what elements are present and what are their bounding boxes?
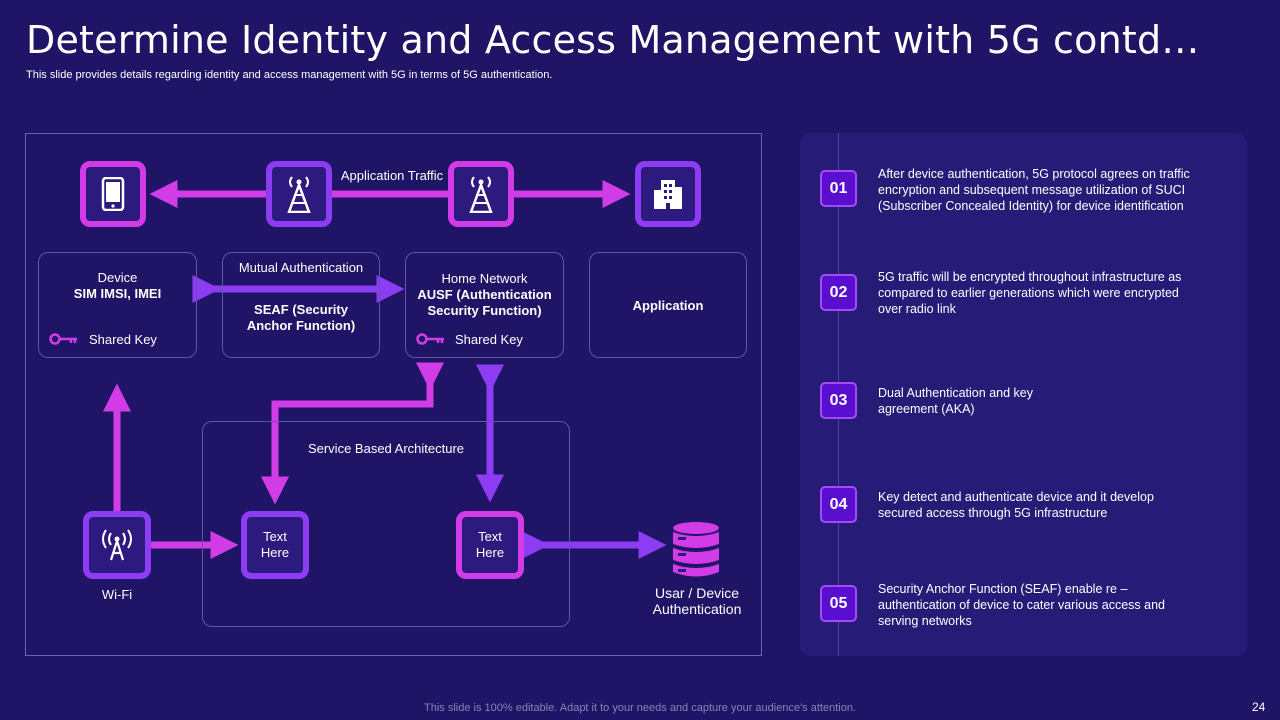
service-architecture-box: Service Based Architecture (202, 421, 570, 627)
cell-tower-icon (469, 176, 493, 213)
footer-note: This slide is 100% editable. Adapt it to… (424, 702, 856, 714)
home-network-title: Home Network (441, 271, 528, 286)
device-sim: SIM IMSI, IMEI (73, 286, 162, 301)
step-text-5: Security Anchor Function (SEAF) enable r… (878, 582, 1165, 628)
cell-tower-icon (287, 176, 311, 213)
device-shared-key: Shared Key (89, 332, 157, 347)
page-subtitle: This slide provides details regarding id… (26, 69, 553, 81)
application-traffic-label: Application Traffic (340, 168, 444, 183)
seaf-label: SEAF (Security Anchor Function) (246, 302, 356, 333)
device-node: Device SIM IMSI, IMEI Shared Key (38, 252, 197, 358)
home-network-node: Home Network AUSF (Authentication Securi… (405, 252, 564, 358)
mobile-phone-icon (101, 177, 125, 211)
step-number-5: 05 (820, 585, 857, 622)
phone-box (80, 161, 146, 227)
building-box (635, 161, 701, 227)
step-text-3: Dual Authentication and key agreement (A… (878, 386, 1033, 416)
home-shared-key: Shared Key (455, 332, 523, 347)
text-here-box-2: Text Here (456, 511, 524, 579)
device-title: Device (97, 270, 138, 285)
key-icon (49, 333, 77, 345)
step-number-4: 04 (820, 486, 857, 523)
mutual-auth-label: Mutual Authentication (238, 260, 364, 275)
text-here-2: Text Here (475, 529, 505, 560)
user-auth-label: Usar / Device Authentication (652, 585, 742, 617)
step-text-2: 5G traffic will be encrypted throughout … (878, 270, 1182, 316)
key-icon (416, 333, 444, 345)
diagram-frame (25, 133, 762, 656)
application-node: Application (589, 252, 747, 358)
step-number-1: 01 (820, 170, 857, 207)
seaf-node: Mutual Authentication SEAF (Security Anc… (222, 252, 380, 358)
step-text-1: After device authentication, 5G protocol… (878, 167, 1190, 213)
application-label: Application (632, 298, 704, 313)
tower-box-1 (266, 161, 332, 227)
page-title: Determine Identity and Access Management… (26, 18, 1200, 62)
step-text-4: Key detect and authenticate device and i… (878, 490, 1154, 520)
tower-box-2 (448, 161, 514, 227)
wifi-box (83, 511, 151, 579)
steps-panel (800, 133, 1247, 656)
service-architecture-label: Service Based Architecture (307, 441, 465, 456)
page-number: 24 (1252, 700, 1266, 714)
ausf-label: AUSF (Authentication Security Function) (417, 287, 552, 318)
step-number-3: 03 (820, 382, 857, 419)
text-here-box-1: Text Here (241, 511, 309, 579)
arrow-home-to-text1 (261, 362, 444, 505)
step-number-2: 02 (820, 274, 857, 311)
wifi-antenna-icon (102, 529, 132, 561)
database-icon (673, 522, 719, 577)
building-icon (654, 180, 682, 209)
wifi-label: Wi-Fi (101, 587, 133, 602)
text-here-1: Text Here (260, 529, 290, 560)
